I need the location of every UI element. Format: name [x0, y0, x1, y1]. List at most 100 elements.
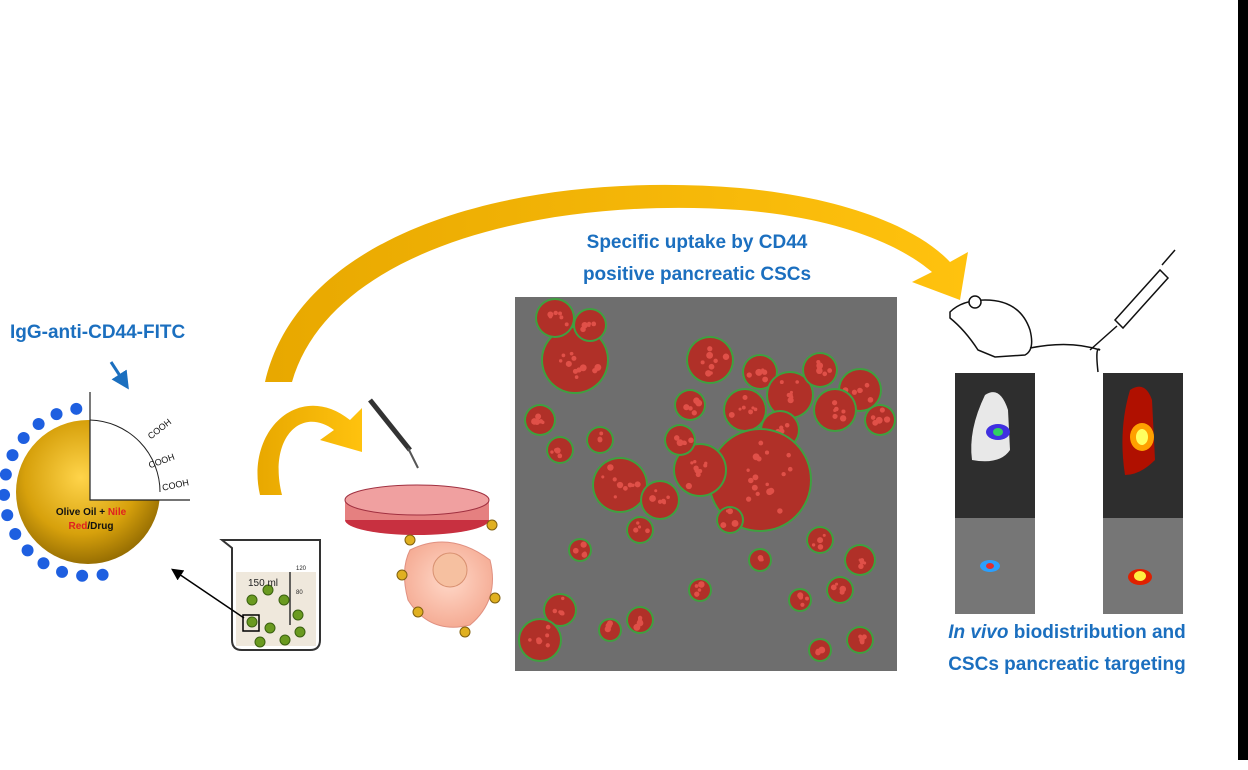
nile-red-spot [683, 404, 690, 411]
nile-red-spot [637, 615, 643, 621]
peg-dot [76, 569, 89, 582]
nile-red-spot [531, 418, 538, 425]
nile-red-spot [725, 509, 729, 513]
nanocapsule [278, 594, 290, 606]
nile-red-spot [883, 416, 891, 423]
nile-red-spot [863, 561, 867, 565]
nile-red-spot [676, 439, 684, 447]
nile-red-spot [816, 367, 823, 375]
nile-red-spot [728, 411, 735, 418]
nile-red-spot [557, 453, 563, 459]
nile-red-spot [755, 369, 762, 376]
peg-dot [96, 568, 109, 581]
nile-red-spot [746, 468, 750, 472]
petri-dish-icon [344, 398, 490, 535]
nile-red-spot [787, 466, 793, 472]
nanocapsule [254, 636, 266, 648]
nile-red-spot [599, 431, 604, 436]
nile-red-spot [835, 582, 839, 586]
nile-red-spot [550, 450, 554, 454]
nile-red-spot [784, 422, 790, 428]
nile-red-spot [857, 387, 863, 394]
nile-red-spot [731, 520, 739, 527]
nile-red-spot [834, 406, 839, 412]
cancer-stem-cell [710, 430, 810, 530]
nile-red-spot [694, 584, 699, 588]
nile-red-spot [666, 495, 670, 500]
nile-red-spot [839, 415, 847, 422]
nanocapsule [396, 569, 408, 581]
nile-red-spot [755, 491, 760, 497]
edge-bar [1238, 0, 1248, 760]
peg-dot [17, 432, 30, 445]
nile-red-spot [815, 649, 821, 656]
nile-red-spot [764, 450, 770, 455]
nile-red-spot [558, 359, 563, 363]
peg-dot [9, 528, 22, 540]
nanocapsule [292, 609, 304, 621]
cancer-stem-cell [790, 590, 810, 610]
cancer-stem-cell [688, 338, 732, 382]
zoom-arrow [171, 568, 245, 619]
nile-red-spot [858, 563, 864, 569]
nile-red-spot [700, 360, 705, 365]
nanocapsule [246, 616, 258, 628]
nile-red-spot [623, 485, 628, 491]
nile-red-spot [738, 407, 742, 411]
nile-red-spot [839, 589, 845, 595]
nanocapsule [246, 594, 258, 606]
nile-red-spot [633, 527, 639, 533]
nile-red-spot [879, 407, 885, 413]
nanocapsule [459, 626, 471, 638]
nile-red-spot [637, 525, 642, 529]
nile-red-spot [564, 322, 569, 327]
nile-red-spot [822, 371, 828, 377]
nile-red-spot [822, 533, 826, 537]
nile-red-spot [811, 543, 816, 547]
cancer-stem-cell [570, 540, 590, 560]
nile-red-spot [746, 372, 752, 378]
peg-dot [6, 449, 19, 462]
nile-red-spot [875, 416, 883, 424]
nile-red-spot [633, 623, 641, 631]
nile-red-spot [691, 410, 697, 416]
nile-red-spot [830, 584, 837, 591]
nile-red-spot [795, 380, 799, 384]
nile-red-spot [758, 557, 763, 561]
beaker-scale-mark: 120 [296, 566, 307, 572]
nile-red-spot [565, 360, 572, 367]
nile-red-spot [662, 501, 666, 505]
nile-red-spot [867, 397, 874, 403]
nile-red-spot [703, 463, 708, 468]
nile-red-spot [858, 634, 863, 639]
nile-red-spot [636, 521, 640, 525]
confocal-microscopy-image [515, 297, 897, 671]
nile-red-spot [777, 508, 783, 514]
nile-red-spot [786, 392, 792, 398]
nile-red-spot [708, 363, 715, 370]
nile-red-spot [645, 528, 650, 534]
nile-red-spot [553, 310, 558, 316]
nile-red-spot [870, 415, 876, 420]
nile-red-spot [685, 482, 692, 490]
nile-red-spot [817, 537, 824, 544]
nile-red-spot [559, 315, 564, 320]
nile-red-spot [779, 380, 784, 385]
nile-red-spot [528, 638, 532, 642]
nile-red-spot [697, 588, 702, 592]
nile-red-spot [859, 639, 865, 645]
nile-red-spot [751, 484, 758, 491]
nile-red-spot [752, 474, 759, 481]
nile-red-spot [594, 363, 602, 371]
nile-red-spot [682, 441, 687, 446]
nile-red-spot [604, 625, 611, 633]
beaker-icon [171, 539, 321, 651]
peg-dot [1, 509, 14, 522]
nile-red-spot [741, 405, 746, 410]
nile-red-spot [554, 448, 558, 453]
nile-red-spot [693, 465, 699, 471]
nanocapsule [412, 606, 424, 618]
nile-red-spot [574, 375, 579, 379]
nile-red-spot [576, 367, 582, 373]
